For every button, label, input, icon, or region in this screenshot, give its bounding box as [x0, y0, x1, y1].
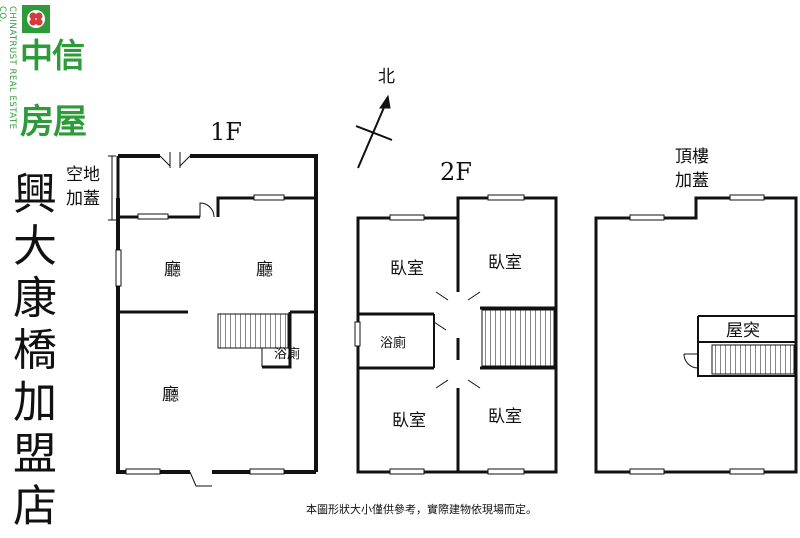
store-name-char: 康 — [13, 273, 57, 324]
store-name-char: 大 — [13, 221, 57, 272]
brand-name-line2: 房屋 — [20, 102, 87, 142]
annex-label-line2: 加蓋 — [66, 189, 100, 209]
roof-label-line2: 加蓋 — [675, 171, 709, 191]
room-bedroom-tl: 臥室 — [390, 259, 424, 279]
floor-label-1f: 1F — [210, 118, 242, 146]
annex-label-line1: 空地 — [66, 165, 100, 185]
store-name-char: 興 — [13, 169, 57, 220]
room-bedroom-tr: 臥室 — [488, 253, 522, 273]
room-hall-left: 廳 — [164, 260, 181, 280]
room-bath-2f: 浴廁 — [380, 335, 406, 351]
room-bedroom-bl: 臥室 — [392, 411, 426, 431]
store-name-char: 橋 — [13, 325, 57, 376]
store-name-char: 加 — [13, 377, 57, 428]
disclaimer-note: 本圖形狀大小僅供參考，實際建物依現場而定。 — [306, 503, 537, 516]
brand-logo-icon — [22, 5, 50, 33]
brand-english-name: CHINATRUST REAL ESTATE CO. — [0, 6, 17, 130]
floor-label-2f: 2F — [440, 158, 472, 186]
store-name-char: 店 — [13, 481, 57, 532]
north-arrow-icon — [355, 94, 393, 169]
floor-1f — [108, 152, 318, 487]
floor-roof — [594, 194, 798, 475]
store-name-char: 盟 — [13, 429, 57, 480]
north-label: 北 — [378, 67, 395, 87]
room-hall-right: 廳 — [256, 260, 273, 280]
room-bedroom-br: 臥室 — [488, 407, 522, 427]
room-hall-main: 廳 — [162, 385, 179, 405]
brand-name-line1: 中信 — [20, 36, 85, 75]
room-bath-1f: 浴廁 — [274, 346, 300, 362]
room-stair-house: 屋突 — [726, 321, 760, 341]
floor-2f — [354, 194, 558, 475]
roof-label-line1: 頂樓 — [675, 147, 709, 167]
